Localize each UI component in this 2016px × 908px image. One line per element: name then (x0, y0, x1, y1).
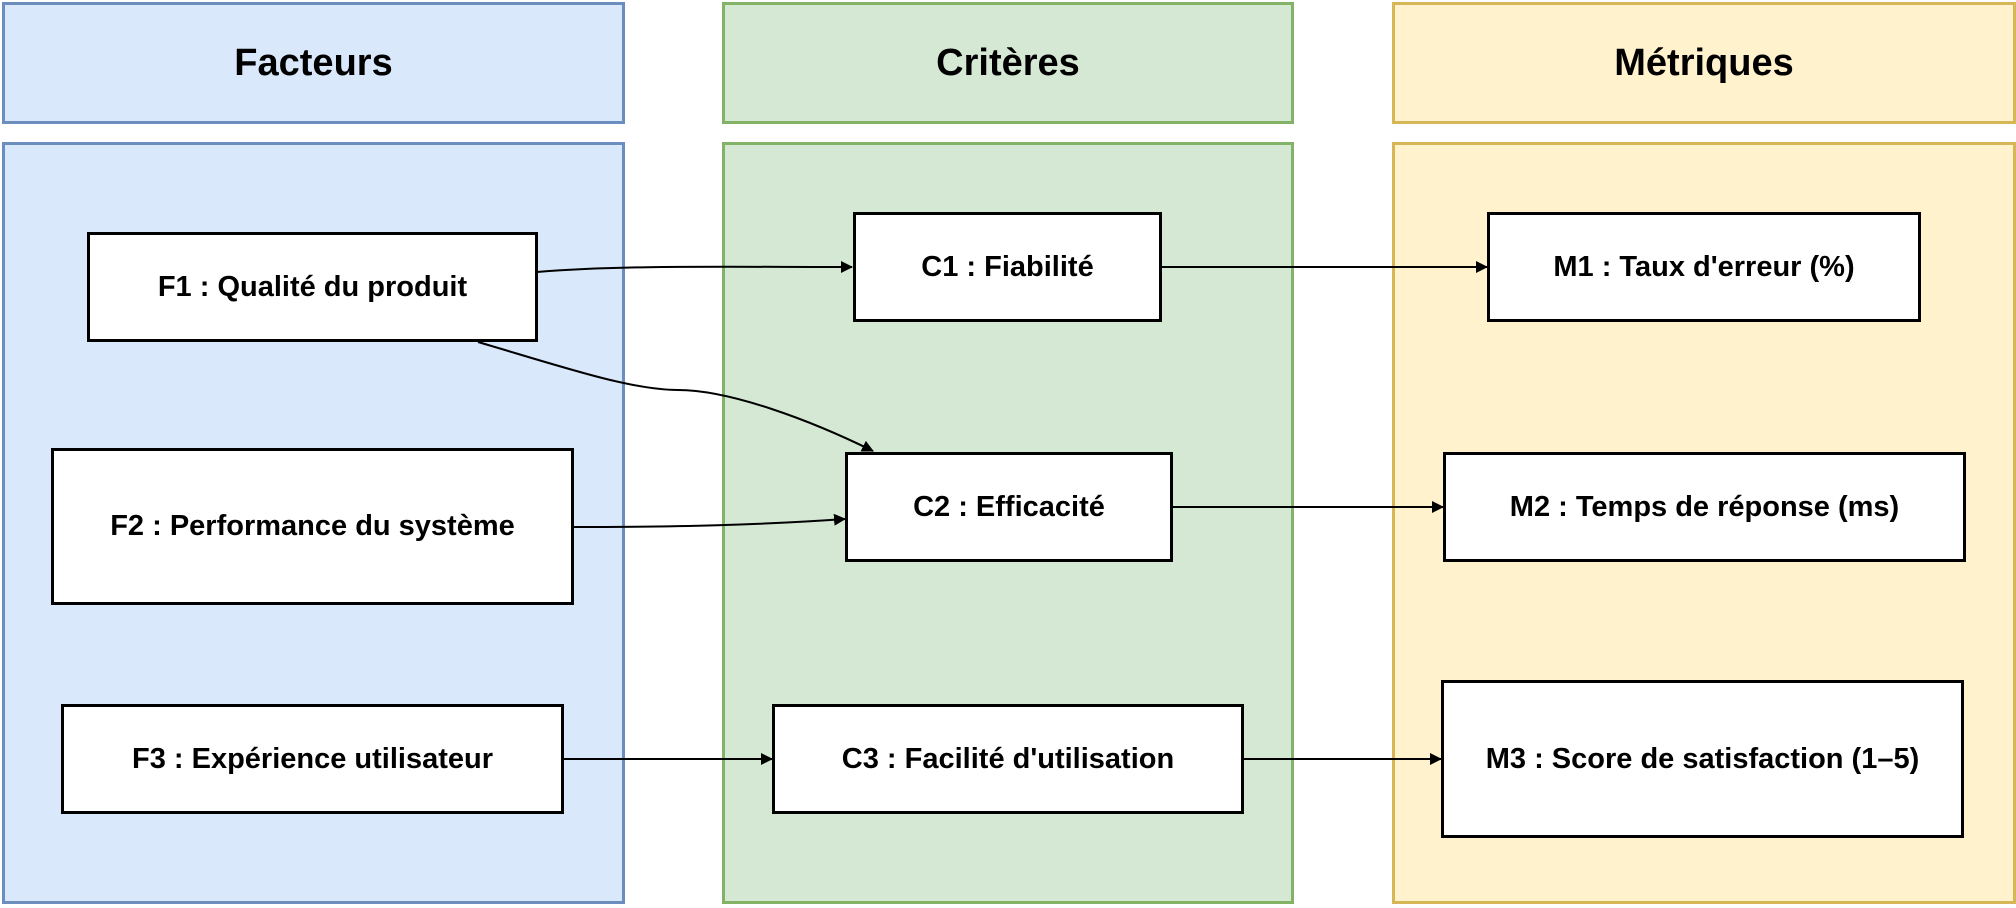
edge-f2-c2 (572, 513, 846, 528)
node-f1-label: F1 : Qualité du produit (157, 270, 468, 303)
node-c2[interactable]: C2 : Efficacité (845, 452, 1173, 562)
node-c3[interactable]: C3 : Facilité d'utilisation (772, 704, 1244, 814)
node-c1-label: C1 : Fiabilité (921, 250, 1094, 283)
lane-title-metriques: Métriques (1614, 41, 1794, 84)
edge-f1-c1 (536, 260, 853, 273)
node-m1-label: M1 : Taux d'erreur (%) (1553, 250, 1855, 283)
lane-title-criteres: Critères (936, 41, 1080, 84)
node-c1[interactable]: C1 : Fiabilité (853, 212, 1162, 322)
lane-title-facteurs: Facteurs (234, 41, 393, 84)
node-c2-label: C2 : Efficacité (913, 490, 1105, 523)
node-m2-label: M2 : Temps de réponse (ms) (1509, 490, 1900, 523)
node-m2[interactable]: M2 : Temps de réponse (ms) (1443, 452, 1966, 562)
node-c3-label: C3 : Facilité d'utilisation (841, 742, 1175, 775)
node-m3[interactable]: M3 : Score de satisfaction (1–5) (1441, 680, 1964, 838)
node-f1[interactable]: F1 : Qualité du produit (87, 232, 538, 342)
node-f3[interactable]: F3 : Expérience utilisateur (61, 704, 564, 814)
node-f2[interactable]: F2 : Performance du système (51, 448, 574, 605)
node-m1[interactable]: M1 : Taux d'erreur (%) (1487, 212, 1921, 322)
lane-header-metriques: Métriques (1392, 2, 2016, 124)
node-f2-label: F2 : Performance du système (110, 510, 515, 542)
lane-header-facteurs: Facteurs (2, 2, 625, 124)
lane-header-criteres: Critères (722, 2, 1294, 124)
edge-f1-c2 (477, 341, 874, 452)
node-m3-label: M3 : Score de satisfaction (1–5) (1485, 742, 1920, 775)
node-f3-label: F3 : Expérience utilisateur (131, 742, 493, 775)
